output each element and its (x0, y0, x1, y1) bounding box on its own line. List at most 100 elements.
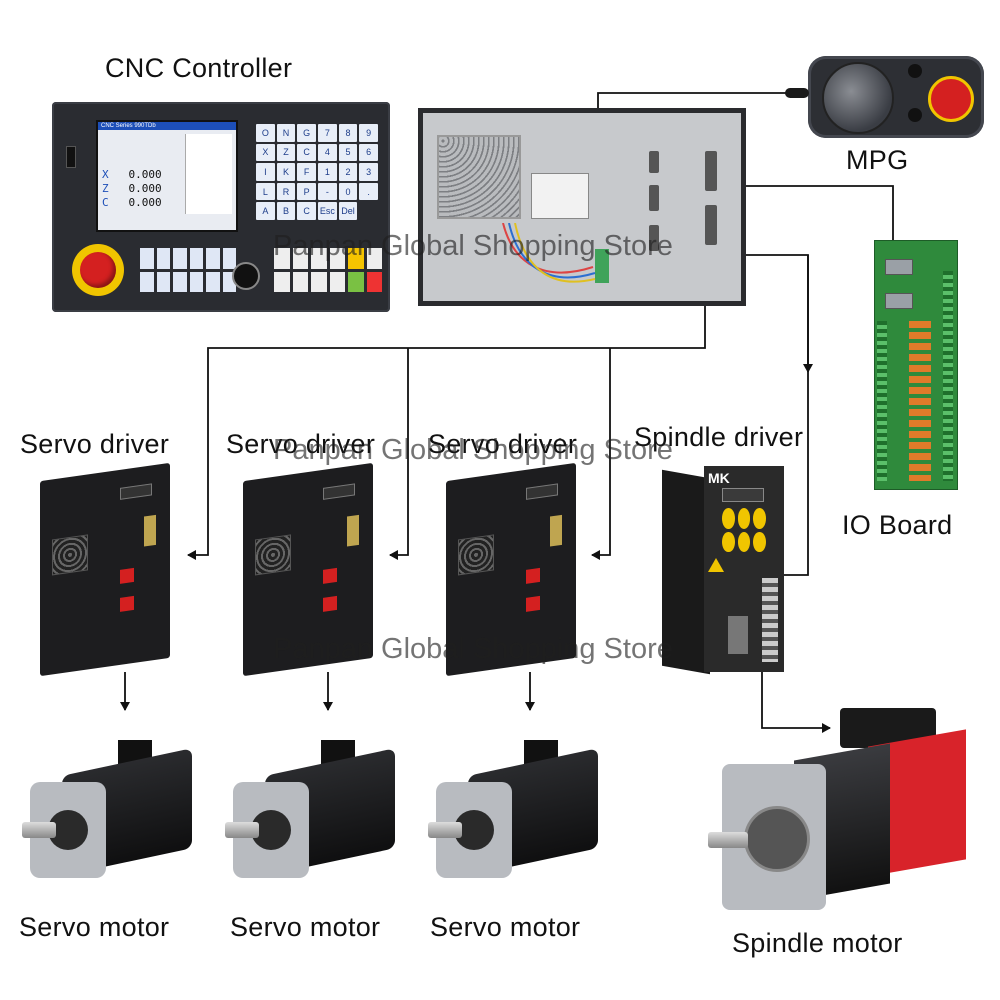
servo-motor-3 (428, 740, 598, 890)
label-servo-driver-3: Servo driver (428, 429, 578, 459)
cnc-key[interactable]: 7 (317, 124, 337, 142)
spindle-driver: MK (662, 460, 784, 675)
cnc-key[interactable]: L (256, 182, 275, 201)
servo-driver-1-terminal-b (120, 595, 134, 612)
servo-driver-1-fan (52, 534, 88, 576)
terminal-block (595, 249, 609, 283)
cnc-key[interactable]: O (256, 124, 275, 142)
cnc-key[interactable]: Del (338, 202, 358, 220)
axis-label-x: X (102, 168, 109, 181)
mpg-wheel[interactable] (822, 62, 894, 134)
label-servo-driver-1: Servo driver (20, 429, 170, 459)
io-db-connector-1 (885, 259, 913, 275)
cnc-key[interactable]: 3 (359, 163, 378, 181)
cnc-screen: CNC Series 990TDb X 0.000 Z 0.000 C 0.00… (96, 120, 238, 232)
mpg-handwheel[interactable] (808, 56, 984, 138)
axis-label-z: Z (102, 182, 109, 195)
cnc-key[interactable]: Z (276, 143, 296, 162)
axis-value-c: 0.000 (128, 196, 162, 209)
watermark-1: Panpan Global Shopping Store (273, 230, 673, 262)
connector-cn4 (705, 151, 717, 191)
cnc-key[interactable]: I (256, 163, 275, 181)
cnc-key[interactable]: G (297, 124, 316, 142)
spindle-driver-ethernet-ports (728, 616, 748, 654)
watermark-2: Panpan Global Shopping Store (273, 434, 673, 466)
warning-icon (708, 558, 724, 572)
function-key-bank (140, 248, 236, 292)
cnc-key[interactable]: P (297, 182, 316, 201)
mpg-rate-switch[interactable] (908, 108, 922, 122)
spindle-driver-keypad (722, 508, 766, 552)
cnc-key[interactable]: F (297, 163, 316, 181)
mpg-axis-switch[interactable] (908, 64, 922, 78)
feed-override-knob[interactable] (232, 262, 260, 290)
connector-cn3 (649, 225, 659, 251)
axis-row-c: C 0.000 (102, 196, 162, 210)
servo-driver-3-fan (458, 534, 494, 576)
emergency-stop-button[interactable] (72, 244, 124, 296)
servo-driver-2-fan (255, 534, 291, 576)
servo-driver-3-terminal-a (526, 567, 540, 584)
label-spindle-driver: Spindle driver (634, 422, 804, 452)
io-terminals-right (943, 271, 953, 481)
cnc-key[interactable]: Esc (317, 202, 337, 220)
cnc-key[interactable]: K (276, 163, 296, 181)
servo-driver-1 (40, 462, 170, 677)
servo-motor-2 (225, 740, 395, 890)
cnc-key[interactable]: 6 (359, 143, 378, 162)
cnc-key[interactable]: 5 (338, 143, 358, 162)
usb-slot (66, 146, 76, 168)
cnc-key[interactable]: 8 (338, 124, 358, 142)
cnc-screen-title: CNC Series 990TDb (98, 122, 236, 130)
servo-motor-1-shaft (22, 822, 56, 838)
io-relay-column (909, 321, 931, 481)
cnc-key[interactable]: X (256, 143, 275, 162)
label-servo-driver-2: Servo driver (226, 429, 376, 459)
cnc-key[interactable]: 9 (359, 124, 378, 142)
io-db-connector-2 (885, 293, 913, 309)
power-supply (437, 135, 521, 219)
spindle-driver-display (722, 488, 764, 502)
label-io-board: IO Board (842, 510, 953, 540)
cnc-key[interactable]: C (297, 143, 316, 162)
cnc-key[interactable]: 4 (317, 143, 337, 162)
spindle-motor-shaft (708, 832, 748, 848)
servo-driver-3-terminal-b (526, 595, 540, 612)
label-servo-motor-3: Servo motor (430, 912, 581, 942)
cnc-key[interactable]: . (359, 182, 378, 201)
servo-motor-1 (22, 740, 192, 890)
servo-driver-1-port (144, 514, 156, 547)
axis-value-z: 0.000 (128, 182, 162, 195)
axis-row-z: Z 0.000 (102, 182, 162, 196)
cnc-key[interactable]: C (297, 202, 316, 220)
cnc-key[interactable]: N (276, 124, 296, 142)
servo-driver-1-display (120, 483, 152, 500)
power-cables (502, 223, 596, 283)
label-mpg: MPG (846, 145, 909, 175)
mpg-estop[interactable] (928, 76, 974, 122)
io-terminals-left (877, 321, 887, 481)
axis-row-x: X 0.000 (102, 168, 162, 182)
axis-label-c: C (102, 196, 109, 209)
cnc-key[interactable]: 1 (317, 163, 337, 181)
cnc-key[interactable]: 2 (338, 163, 358, 181)
cnc-key[interactable]: - (317, 182, 337, 201)
label-servo-motor-2: Servo motor (230, 912, 381, 942)
servo-driver-2-port (347, 514, 359, 547)
connector-cn1 (649, 151, 659, 173)
cnc-key[interactable]: 0 (338, 182, 358, 201)
cnc-controller-back-panel (418, 108, 746, 306)
label-cnc-controller: CNC Controller (105, 53, 293, 83)
servo-driver-2-display (323, 483, 355, 500)
cnc-key[interactable]: R (276, 182, 296, 201)
mainboard-label (531, 173, 589, 219)
servo-motor-2-shaft (225, 822, 259, 838)
cnc-key[interactable]: A (256, 202, 275, 220)
cnc-key[interactable]: B (276, 202, 296, 220)
jog-key-bank (274, 248, 382, 292)
watermark-3: Panpan Global Shopping Store (273, 633, 673, 665)
cnc-controller-panel: CNC Series 990TDb X 0.000 Z 0.000 C 0.00… (52, 102, 390, 312)
servo-driver-1-terminal-a (120, 567, 134, 584)
servo-driver-3-port (550, 514, 562, 547)
